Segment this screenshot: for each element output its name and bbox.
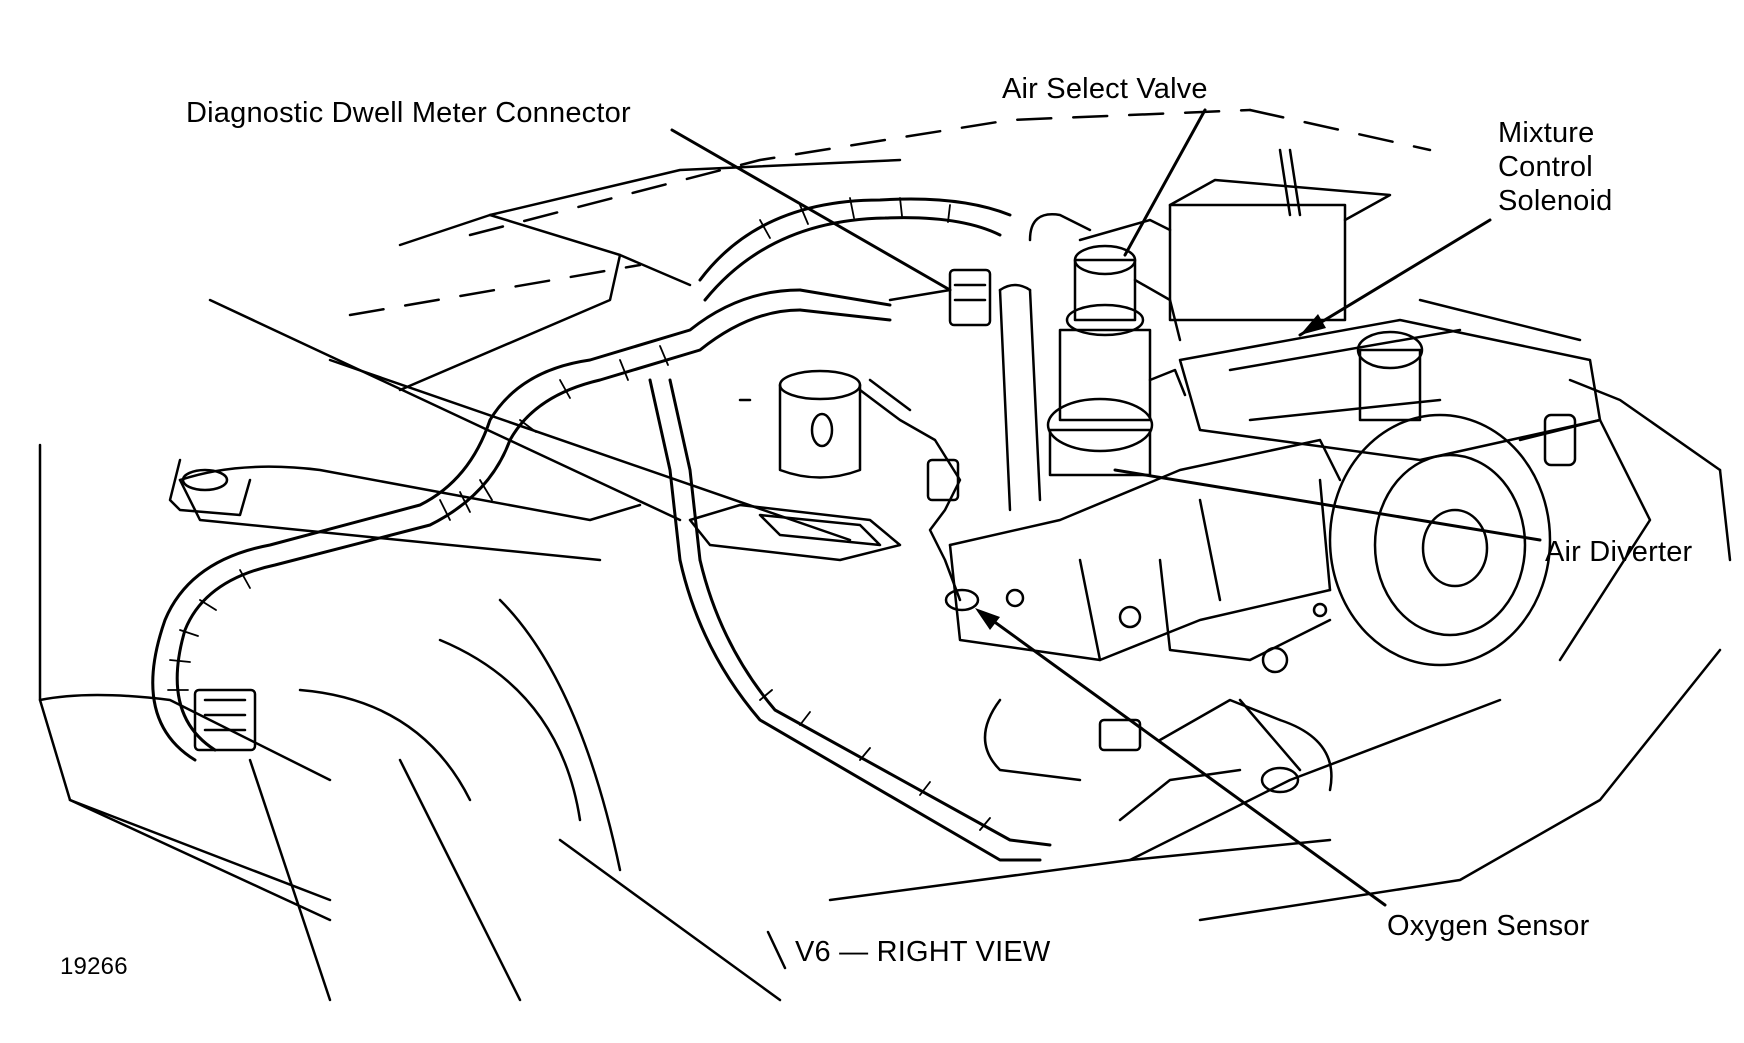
label-air-diverter: Air Diverter [1545,536,1693,568]
harness-corrugation [168,198,990,830]
figure-number: 19266 [60,953,128,980]
fender-panels [40,160,1730,920]
valve-cover [1180,300,1600,460]
view-caption-tick [768,932,785,968]
lower-connectors [985,700,1331,792]
oxygen-sensor-part [860,380,1023,610]
wiring-harness [153,199,1050,860]
harness-end-connector [195,690,255,750]
arrowheads [975,314,1326,630]
label-dwell-meter-connector: Diagnostic Dwell Meter Connector [186,97,631,129]
wheel-well [250,600,780,1000]
dwell-meter-connector-part [890,270,990,325]
arrowhead-oxygen [975,608,1000,630]
label-mixture-line-3: Solenoid [1498,185,1613,217]
front-support [830,650,1720,920]
center-tray [690,505,900,560]
leader-air-diverter [1115,470,1540,540]
hood-outline [350,110,1430,315]
pulley [1330,415,1650,665]
label-mixture-line-1: Mixture [1498,117,1595,149]
air-valve-assembly [1030,214,1185,475]
leader-oxygen [985,615,1385,905]
air-tube [1000,285,1040,510]
view-caption: V6 — RIGHT VIEW [795,936,1051,968]
label-air-select-valve: Air Select Valve [1002,73,1208,105]
carburetor [1080,150,1390,320]
arrowhead-mixture [1300,314,1326,335]
leader-lines [672,110,1540,905]
label-mixture-control-solenoid: Mixture Control Solenoid [1498,116,1612,218]
leader-air-select [1125,110,1205,255]
label-oxygen-sensor: Oxygen Sensor [1387,910,1590,942]
battery-box [170,460,250,515]
leader-mixture [1300,220,1490,335]
leader-dwell [672,130,950,290]
canister [740,371,860,478]
label-mixture-line-2: Control [1498,151,1593,183]
